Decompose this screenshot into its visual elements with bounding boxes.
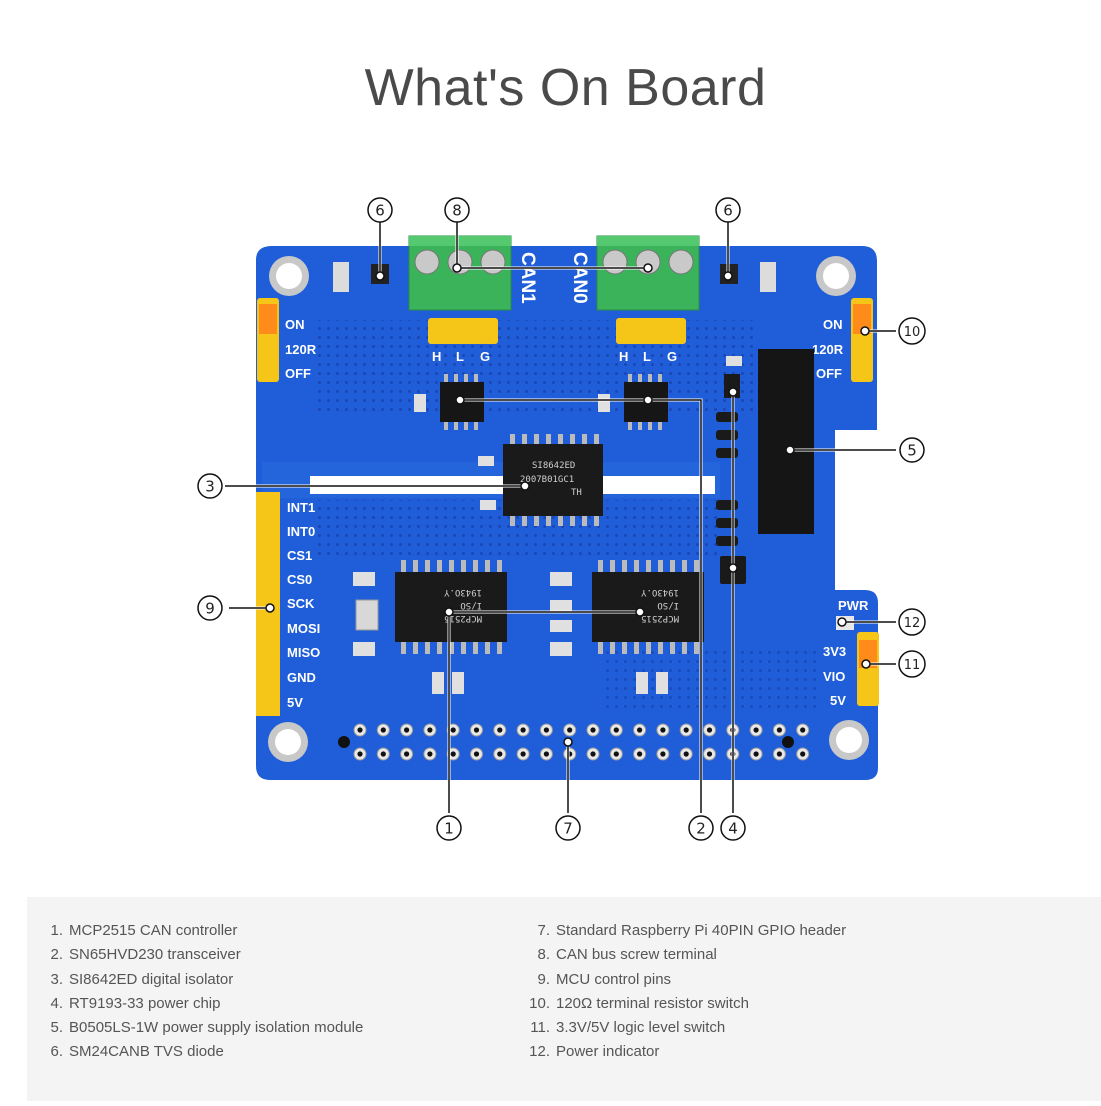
svg-text:SI8642ED: SI8642ED xyxy=(532,461,575,471)
legend-item: 8.CAN bus screw terminal xyxy=(537,946,717,964)
mcu-pin-miso: MISO xyxy=(287,645,320,660)
callout-9: 9 xyxy=(205,600,215,618)
svg-text:MCP2515: MCP2515 xyxy=(641,613,679,623)
can-controller-left: MCP2515 I/SO 1943O.Y xyxy=(395,560,507,654)
legend-item: 4.RT9193-33 power chip xyxy=(50,994,221,1012)
legend-item: 2.SN65HVD230 transceiver xyxy=(50,946,241,964)
can1-screw-terminal xyxy=(408,235,512,311)
mcu-pin-mosi: MOSI xyxy=(287,621,320,636)
callout-6-right: 6 xyxy=(723,202,733,220)
callout-12: 12 xyxy=(904,616,921,631)
can0-label: CAN0 xyxy=(569,252,590,304)
callout-4: 4 xyxy=(728,820,738,838)
can1-label: CAN1 xyxy=(517,252,538,304)
via-field xyxy=(600,650,820,710)
logic-5v-label: 5V xyxy=(830,693,846,708)
can0-pin-g: G xyxy=(667,349,677,364)
legend-item: 5.B0505LS-1W power supply isolation modu… xyxy=(50,1019,364,1037)
svg-text:I/SO: I/SO xyxy=(460,600,482,610)
legend-item: 12.Power indicator xyxy=(529,1043,660,1061)
svg-text:1943O.Y: 1943O.Y xyxy=(640,587,679,597)
component-legend: 1.MCP2515 CAN controller 2.SN65HVD230 tr… xyxy=(27,897,1101,1101)
can0-screw-terminal xyxy=(596,235,700,311)
svg-text:2007B01GC1: 2007B01GC1 xyxy=(520,475,574,485)
callout-11: 11 xyxy=(904,658,921,673)
mcu-pin-cs0: CS0 xyxy=(287,572,312,587)
mcu-pin-int1: INT1 xyxy=(287,500,315,515)
right-jumper-120r: 120R xyxy=(812,342,844,357)
mcu-pin-sck: SCK xyxy=(287,596,315,611)
legend-item: 10.120Ω terminal resistor switch xyxy=(529,994,749,1012)
callout-5: 5 xyxy=(907,442,917,460)
left-jumper-120r: 120R xyxy=(285,342,317,357)
right-jumper-on: ON xyxy=(823,317,843,332)
page-title: What's On Board xyxy=(364,59,767,117)
logic-vio-label: VIO xyxy=(823,669,845,684)
can0-pin-h: H xyxy=(619,349,628,364)
jumper-cap xyxy=(259,304,277,334)
callout-7: 7 xyxy=(563,820,573,838)
can0-pin-header xyxy=(616,318,686,344)
callout-10: 10 xyxy=(904,325,921,340)
callout-6-left: 6 xyxy=(375,202,385,220)
left-jumper-on: ON xyxy=(285,317,305,332)
can1-pin-g: G xyxy=(480,349,490,364)
mounting-holes xyxy=(268,256,869,762)
smd-resistor xyxy=(333,262,349,292)
can-controller-right: MCP2515 I/SO 1943O.Y xyxy=(592,560,704,654)
logic-3v3-label: 3V3 xyxy=(823,644,846,659)
legend-item: 11.3.3V/5V logic level switch xyxy=(530,1019,726,1037)
legend-item: 6.SM24CANB TVS diode xyxy=(50,1043,224,1061)
svg-text:1943O.Y: 1943O.Y xyxy=(443,587,482,597)
legend-item: 7.Standard Raspberry Pi 40PIN GPIO heade… xyxy=(537,922,847,939)
callout-3: 3 xyxy=(205,478,215,496)
svg-text:I/SO: I/SO xyxy=(657,600,679,610)
svg-text:MCP2515: MCP2515 xyxy=(444,613,482,623)
mcu-pin-int0: INT0 xyxy=(287,524,315,539)
can1-pin-h: H xyxy=(432,349,441,364)
can1-pin-header xyxy=(428,318,498,344)
svg-text:TH: TH xyxy=(571,488,582,498)
legend-item: 9.MCU control pins xyxy=(537,970,672,988)
legend-item: 3.SI8642ED digital isolator xyxy=(50,970,234,988)
power-isolation-module xyxy=(758,349,814,534)
callout-2: 2 xyxy=(696,820,706,838)
mcu-pin-cs1: CS1 xyxy=(287,548,312,563)
mcu-pin-5v: 5V xyxy=(287,695,303,710)
board-diagram: CAN1 CAN0 H L G H L G ON 120R OFF ON 120… xyxy=(197,197,926,841)
left-jumper-off: OFF xyxy=(285,366,311,381)
legend-item: 1.MCP2515 CAN controller xyxy=(50,922,238,939)
callout-circles xyxy=(197,197,926,841)
callout-1: 1 xyxy=(444,820,454,838)
can1-pin-l: L xyxy=(456,349,464,364)
legend-column-left: 1.MCP2515 CAN controller 2.SN65HVD230 tr… xyxy=(47,919,363,1065)
right-jumper-off: OFF xyxy=(816,366,842,381)
legend-column-right: 7.Standard Raspberry Pi 40PIN GPIO heade… xyxy=(525,919,846,1065)
callout-8: 8 xyxy=(452,202,462,220)
mcu-pin-gnd: GND xyxy=(287,670,316,685)
smd-components xyxy=(353,356,742,694)
can0-pin-l: L xyxy=(643,349,651,364)
digital-isolator-chip: SI8642ED 2007B01GC1 TH xyxy=(503,434,603,526)
pwr-label: PWR xyxy=(838,598,869,613)
leader-endpoints xyxy=(265,263,871,747)
smd-resistor xyxy=(760,262,776,292)
